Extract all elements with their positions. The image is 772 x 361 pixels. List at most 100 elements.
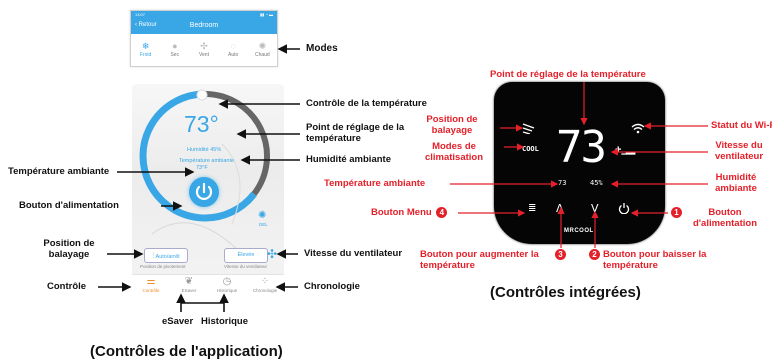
device-callout-wifi: Statut du Wi-Fi [711, 120, 772, 131]
modes-strip: 13:07 ▮▮ ◔ ▬ ‹ Retour Bedroom ❄Froid ●Se… [130, 10, 278, 67]
tab-esaver[interactable]: ❦ESaver [174, 275, 204, 303]
callout-swing: Position de balayage [43, 238, 95, 260]
menu-icon: ≣ [528, 203, 537, 214]
brand-logo: MRCOOL [564, 228, 594, 234]
fan-speed-selector[interactable]: Élevée [224, 248, 268, 263]
sun-icon: ✺ [258, 41, 267, 51]
tab-label: Chronologie [252, 288, 278, 293]
badge-4: 4 [436, 207, 448, 218]
device-callout-ambient-temp: Température ambiante [324, 178, 426, 189]
status-bar: 13:07 [135, 12, 146, 17]
device-callout-modes: Modes de climatisation [424, 141, 484, 163]
mode-heat[interactable]: ✺Chaud [248, 40, 276, 58]
tab-label: ESaver [181, 288, 197, 293]
mode-label: Auto [228, 52, 239, 58]
ambient-value: 73°F [196, 165, 208, 171]
power-icon [195, 182, 213, 200]
tab-control[interactable]: ⚌Contrôle [136, 275, 166, 303]
fan-icon: ✣ [267, 247, 278, 261]
wifi-icon [631, 123, 645, 134]
chevron-down-icon: ᐯ [591, 203, 599, 215]
power-button[interactable] [189, 177, 219, 207]
callout-ambient-temp: Température ambiante [8, 166, 110, 177]
history-icon: ◷ [222, 276, 232, 287]
modes-row: ❄Froid ●Sec ✣Vent ◌Auto ✺Chaud [131, 40, 277, 58]
temp-down-button[interactable]: ᐯ [591, 202, 599, 215]
tab-history[interactable]: ◷Historique [212, 275, 242, 303]
mode-cool[interactable]: ❄Froid [132, 40, 160, 58]
device-caption: (Contrôles intégrées) [490, 284, 641, 301]
callout-schedule: Chronologie [304, 281, 360, 292]
badge-1: 1 [671, 207, 682, 218]
callout-history: Historique [201, 316, 248, 327]
device-callout-setpoint: Point de réglage de la température [490, 69, 646, 80]
callout-temp-control: Contrôle de la température [306, 98, 427, 109]
light-icon[interactable]: ✺ [258, 210, 267, 221]
mode-auto[interactable]: ◌Auto [219, 40, 247, 58]
callout-control: Contrôle [47, 281, 87, 292]
callout-fan-speed: Vitesse du ventilateur [304, 248, 403, 259]
mode-display: COOL [522, 145, 539, 153]
dial-knob[interactable] [196, 89, 208, 101]
app-screen: 73° Humidité 45% Température ambiante 73… [132, 84, 284, 303]
room-title: Bedroom [189, 22, 219, 29]
device-callout-power: Bouton d'alimentation [692, 207, 757, 229]
mode-dry[interactable]: ●Sec [161, 40, 189, 58]
menu-button[interactable]: ≣ [528, 203, 536, 214]
back-button[interactable]: ‹ Retour [135, 22, 157, 28]
device-callout-menu: Bouton Menu 4 [371, 207, 448, 218]
auto-icon: ◌ [230, 41, 236, 51]
leaf-icon: ❦ [184, 276, 194, 287]
badge-2: 2 [589, 249, 600, 260]
swing-caption: Position de pivotement [140, 264, 186, 269]
fan-value: Élevée [237, 252, 255, 258]
fan-icon: ✣ [200, 41, 208, 51]
swing-icon: ⫶ [152, 251, 155, 260]
badge-3: 3 [555, 249, 566, 260]
mode-label: Chaud [254, 52, 270, 58]
set-temperature: 73° [184, 111, 219, 137]
device-callout-temp-down: Bouton pour baisser la température [603, 249, 707, 271]
power-button[interactable] [618, 202, 630, 214]
mode-label: Froid [139, 52, 152, 58]
device-callout-fan-speed: Vitesse du ventilateur [714, 140, 764, 162]
snowflake-icon: ❄ [141, 41, 150, 51]
back-label: Retour [138, 22, 157, 28]
callout-setpoint: Point de réglage de la température [306, 122, 405, 144]
swing-value: Auto/arrêt [155, 254, 180, 260]
bottom-tabbar: ⚌Contrôle ❦ESaver ◷Historique ⁘Chronolog… [132, 274, 284, 303]
temperature-dial[interactable] [132, 84, 284, 274]
control-icon: ⚌ [146, 276, 156, 287]
mode-label: Vent [198, 52, 209, 58]
humidity-display: 45% [590, 179, 603, 187]
tab-schedule[interactable]: ⁘Chronologie [250, 275, 280, 303]
ambient-display: 73 [558, 179, 567, 187]
app-caption: (Contrôles de l'application) [90, 343, 283, 360]
mode-label: Sec [170, 52, 180, 58]
thermostat-device: COOL 73 +▁▂▃ 73 45% ≣ ᐱ ᐯ MRCOOL [494, 82, 665, 244]
mode-fan[interactable]: ✣Vent [190, 40, 218, 58]
humidity-text: Humidité 45% [187, 147, 222, 153]
setpoint-display: 73 [556, 122, 607, 173]
signal-icon: ▮▮ ◔ ▬ [259, 12, 273, 17]
ambient-label: Température ambiante [179, 158, 235, 164]
callout-ambient-humidity: Humidité ambiante [306, 154, 391, 165]
callout-esaver: eSaver [162, 316, 194, 327]
schedule-icon: ⁘ [260, 276, 270, 287]
device-callout-swing: Position de balayage [426, 114, 478, 136]
tab-label: Historique [216, 288, 238, 293]
swing-icon [522, 123, 535, 134]
droplet-icon: ● [172, 41, 178, 51]
phone-header: 13:07 ▮▮ ◔ ▬ ‹ Retour Bedroom [131, 11, 277, 34]
callout-modes: Modes [306, 43, 338, 54]
fan-caption: Vitesse du ventilateur [224, 264, 267, 269]
light-label: DEL [259, 222, 268, 227]
menu-label: Bouton Menu [371, 207, 432, 218]
device-callout-temp-up: Bouton pour augmenter la température [420, 249, 539, 271]
device-callout-humidity: Humidité ambiante [715, 172, 757, 194]
callout-power: Bouton d'alimentation [19, 200, 119, 211]
swing-selector[interactable]: ⫶ Auto/arrêt [144, 248, 188, 263]
tab-label: Contrôle [142, 288, 160, 293]
